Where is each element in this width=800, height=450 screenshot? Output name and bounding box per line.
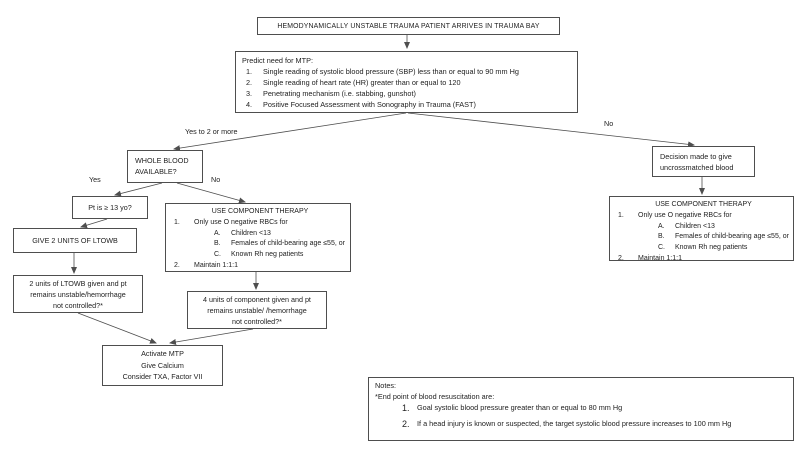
ltowb-outcome-node: 2 units of LTOWB given and pt remains un…	[13, 275, 143, 313]
predict-item: 4. Positive Focused Assessment with Sono…	[246, 100, 476, 109]
edge-label-yes-whole-blood: Yes	[89, 175, 101, 184]
arrow-predict-to-decision	[407, 112, 695, 148]
arrow-wholeblood-yes	[114, 182, 163, 197]
arrow-ptage-to-give	[80, 218, 108, 229]
arrow-wholeblood-no	[176, 182, 246, 204]
arrow-predict-to-wholeblood	[173, 112, 407, 152]
give-ltowb-node: GIVE 2 UNITS OF LTOWB	[13, 228, 137, 253]
component-therapy-node-uncrossmatched: USE COMPONENT THERAPY 1. Only use O nega…	[609, 196, 794, 262]
predict-title: Predict need for MTP:	[242, 56, 313, 65]
edge-label-no-uncrossmatched: No	[604, 119, 614, 128]
predict-item: 1. Single reading of systolic blood pres…	[246, 67, 519, 76]
activate-mtp-node: Activate MTP Give Calcium Consider TXA, …	[102, 345, 223, 386]
predict-item: 2. Single reading of heart rate (HR) gre…	[246, 78, 461, 87]
uncrossmatched-decision-node: Decision made to give uncrossmatched blo…	[652, 146, 755, 177]
start-node-label: HEMODYNAMICALLY UNSTABLE TRAUMA PATIENT …	[277, 22, 540, 30]
arrow-comp-outcome-to-activate	[169, 328, 254, 345]
predict-mtp-node: Predict need for MTP: 1. Single reading …	[235, 51, 578, 113]
arrow-ltowb-outcome-to-activate	[77, 312, 157, 344]
start-node: HEMODYNAMICALLY UNSTABLE TRAUMA PATIENT …	[257, 17, 560, 35]
whole-blood-available-node: WHOLE BLOOD AVAILABLE?	[127, 150, 203, 183]
edge-label-no-whole-blood: No	[211, 175, 221, 184]
component-outcome-node: 4 units of component given and pt remain…	[187, 291, 327, 329]
patient-age-node: Pt is ≥ 13 yo?	[72, 196, 148, 219]
component-therapy-node-whole-blood-no: USE COMPONENT THERAPY 1. Only use O nega…	[165, 203, 351, 272]
notes-title: Notes:	[375, 381, 397, 390]
notes-node: Notes: *End point of blood resuscitation…	[368, 377, 794, 441]
notes-intro: *End point of blood resuscitation are:	[375, 392, 495, 401]
notes-item: 1. Goal systolic blood pressure greater …	[402, 403, 623, 413]
edge-label-yes-to-2-or-more: Yes to 2 or more	[185, 127, 238, 136]
notes-item: 2. If a head injury is known or suspecte…	[402, 419, 732, 429]
predict-item: 3. Penetrating mechanism (i.e. stabbing,…	[246, 89, 416, 98]
